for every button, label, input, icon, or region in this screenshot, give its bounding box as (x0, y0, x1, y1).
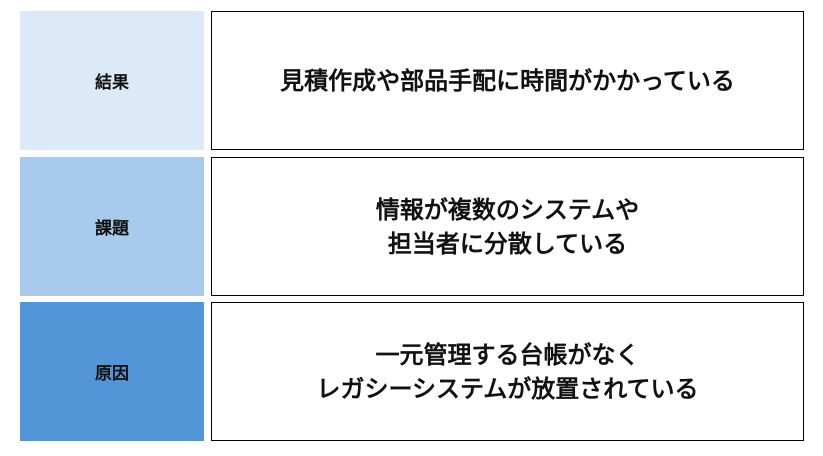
content-box-result: 見積作成や部品手配に時間がかかっている (211, 11, 804, 150)
label-cause: 原因 (20, 302, 204, 441)
content-line: 担当者に分散している (387, 229, 628, 258)
row-cause: 原因 一元管理する台帳がなく レガシーシステムが放置されている (20, 302, 804, 441)
content-line: 情報が複数のシステムや (375, 195, 640, 224)
content-box-issue: 情報が複数のシステムや 担当者に分散している (211, 157, 804, 296)
row-issue: 課題 情報が複数のシステムや 担当者に分散している (20, 157, 804, 296)
content-box-cause: 一元管理する台帳がなく レガシーシステムが放置されている (211, 302, 804, 441)
content-line: 見積作成や部品手配に時間がかかっている (280, 66, 735, 95)
row-result: 結果 見積作成や部品手配に時間がかかっている (20, 11, 804, 150)
content-line: 一元管理する台帳がなく (375, 340, 640, 369)
label-result: 結果 (20, 11, 204, 150)
label-issue: 課題 (20, 157, 204, 296)
content-line: レガシーシステムが放置されている (316, 374, 699, 403)
